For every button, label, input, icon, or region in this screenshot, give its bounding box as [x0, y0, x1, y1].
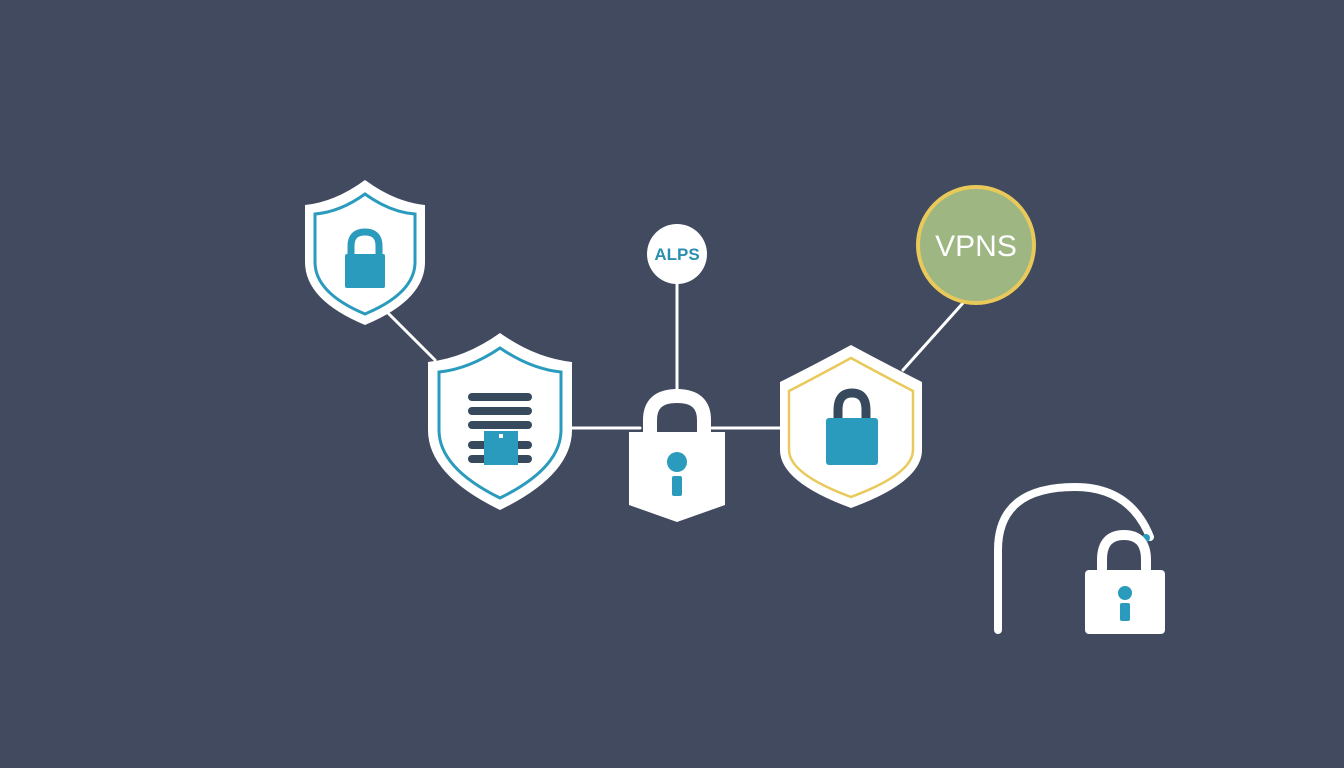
shield-lock-node [305, 180, 425, 325]
vpns-label: VPNS [935, 230, 1017, 263]
open-padlock-shackle [994, 482, 1154, 634]
vpns-node: VPNS [916, 185, 1036, 305]
open-padlock-keyhole-dot [1118, 586, 1132, 600]
open-padlock-node [994, 482, 1165, 634]
padlock-shackle [643, 388, 711, 436]
shield-gold-node [780, 345, 922, 508]
padlock-icon [345, 228, 385, 288]
server-stack-icon [468, 393, 532, 465]
keyhole-dot [667, 452, 687, 472]
shield-inner-outline [313, 192, 417, 316]
shield-gold-inner-outline [787, 356, 915, 499]
padlock-icon [826, 388, 878, 465]
alps-label: ALPS [654, 245, 699, 264]
alps-node: ALPS [647, 224, 707, 284]
vpns-circle [916, 185, 1036, 305]
connectors [386, 282, 965, 430]
shield-lock-icon [305, 180, 425, 325]
open-padlock-keyhole-slot [1120, 603, 1130, 621]
alps-circle [647, 224, 707, 284]
shield-server-inner-outline [437, 346, 563, 500]
shield-server-node [428, 333, 572, 510]
connector-shield-to-server [386, 311, 437, 362]
open-padlock-icon [1085, 570, 1165, 634]
central-padlock-node [629, 388, 725, 522]
padlock-small-shackle [1097, 529, 1151, 576]
keyhole-slot [672, 476, 682, 496]
connector-shield-to-vpns [901, 301, 965, 372]
